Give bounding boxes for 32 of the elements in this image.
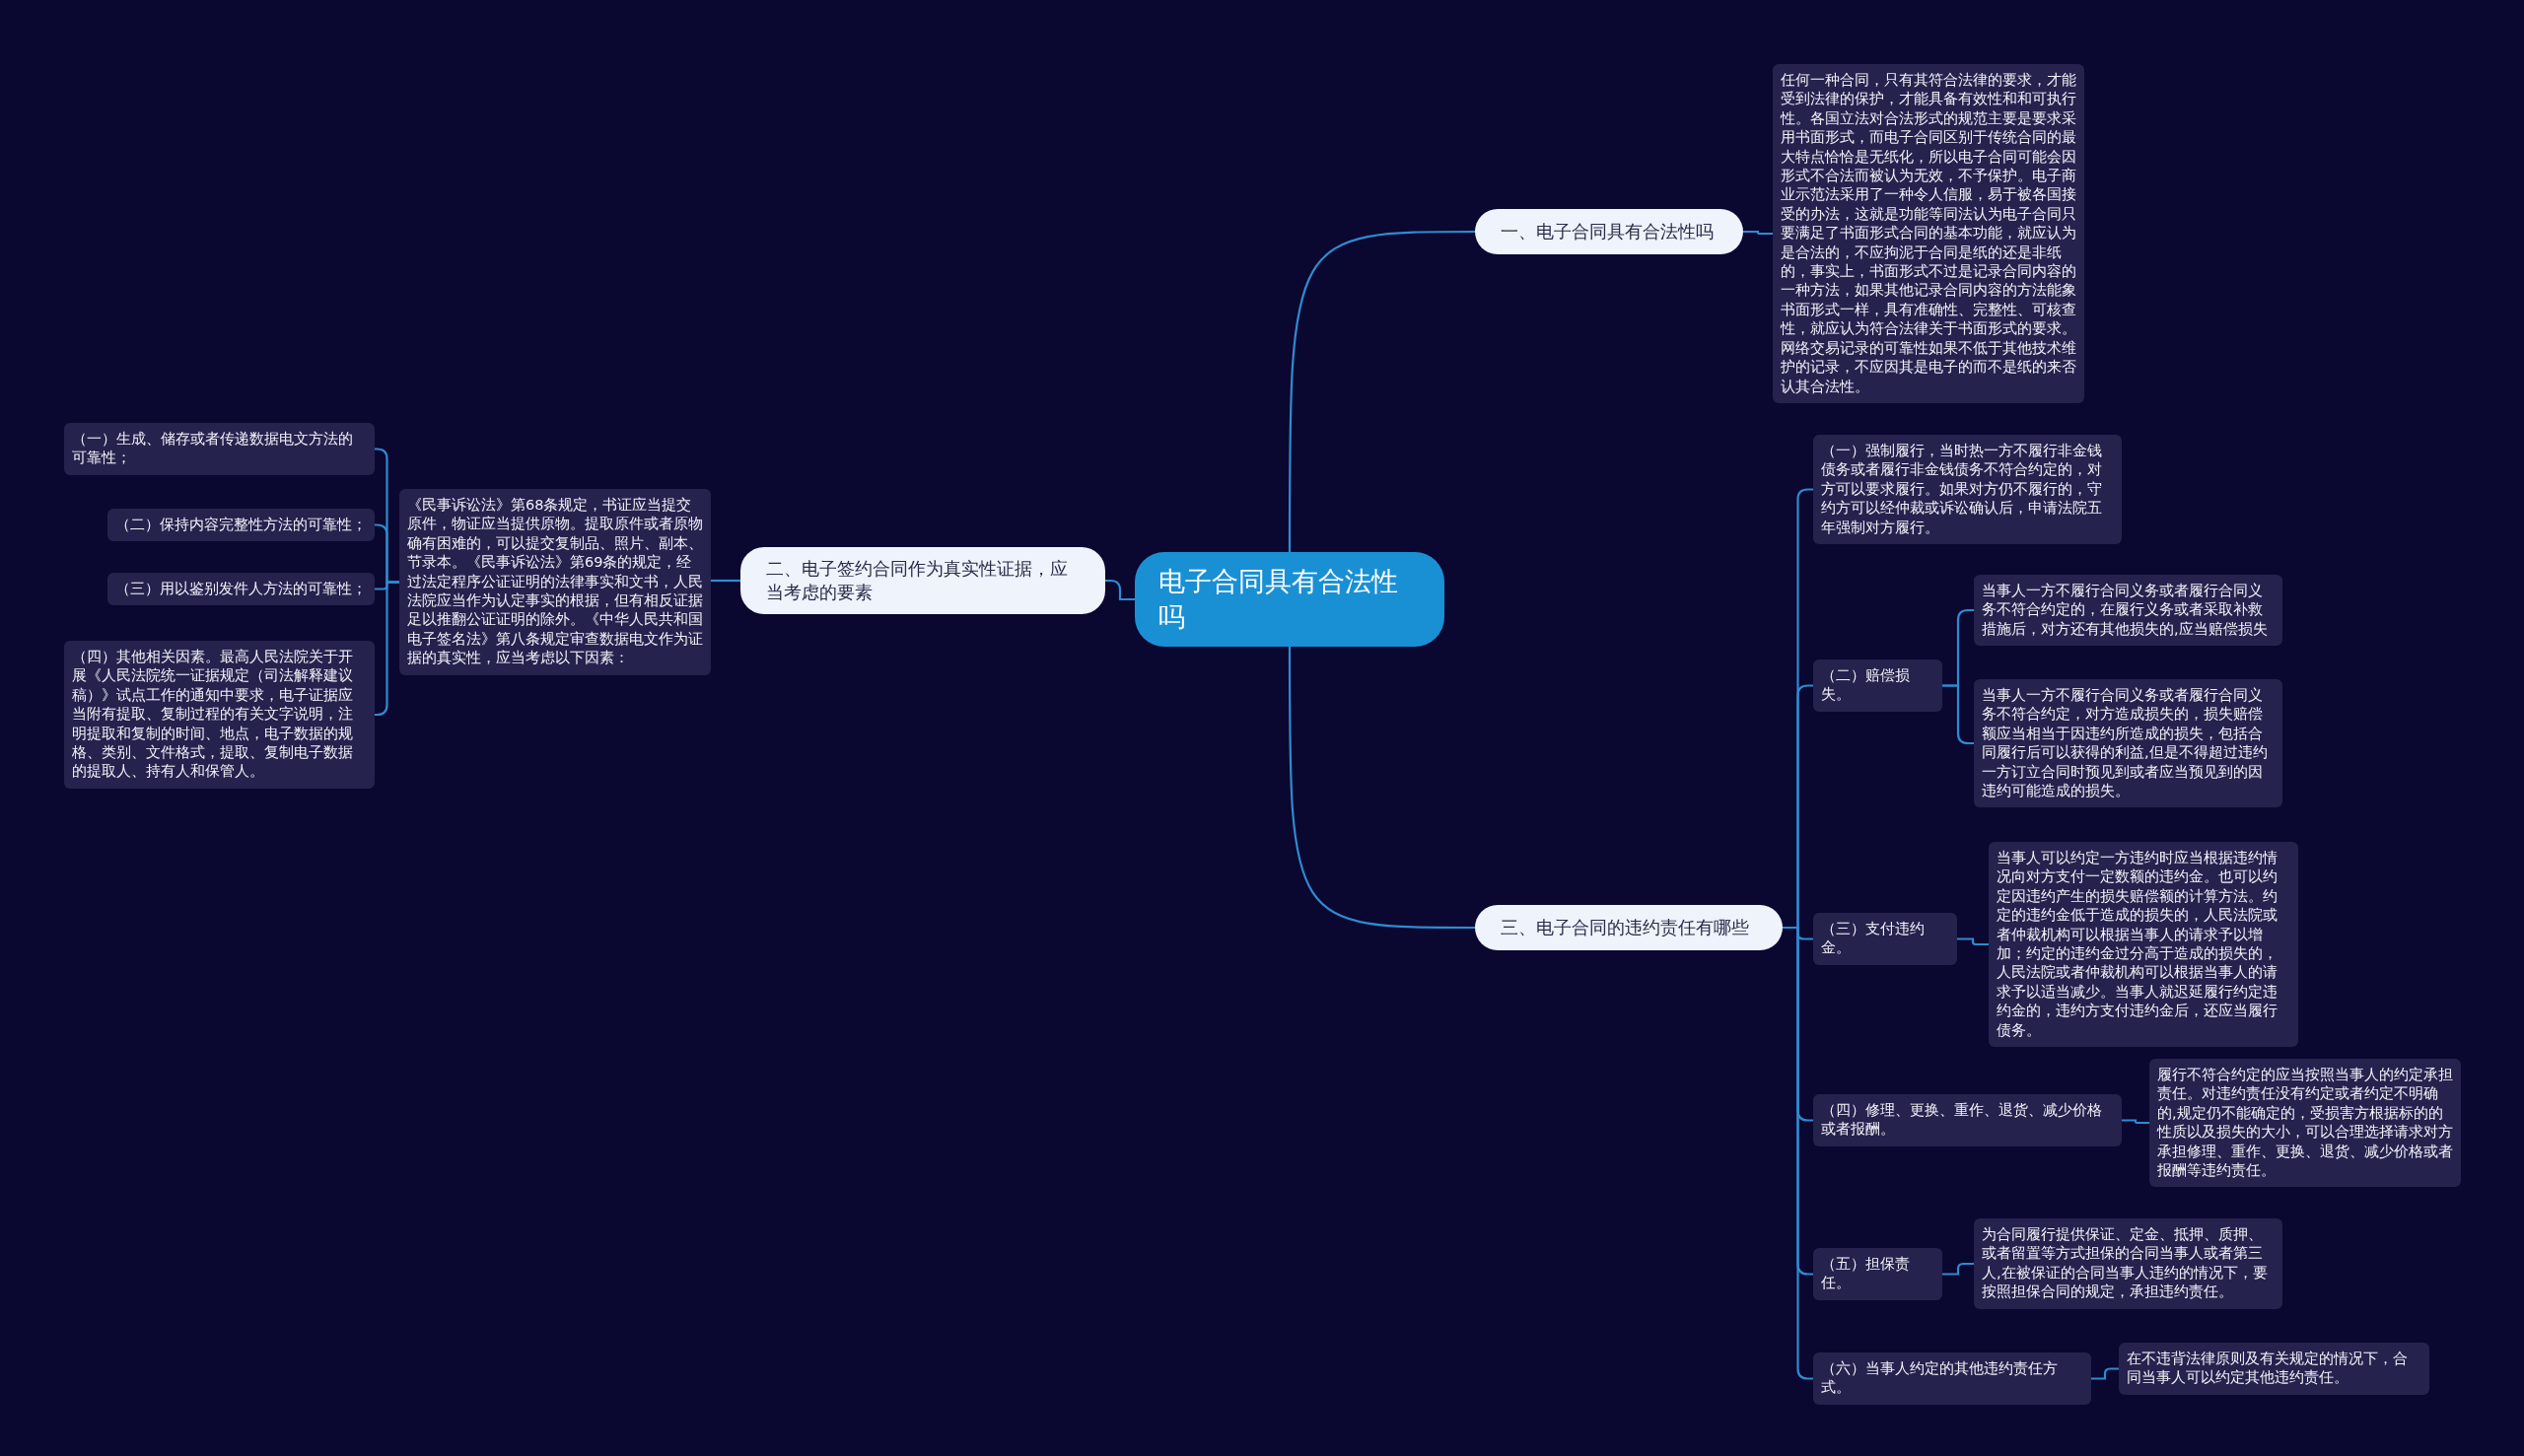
text-card: （一）生成、储存或者传递数据电文方法的可靠性；: [64, 423, 375, 475]
text-card: （一）强制履行，当时热一方不履行非金钱债务或者履行非金钱债务不符合约定的，对方可以要求履行。如果对方仍不履行的，守约方可以经仲裁或诉讼确认后，申请法院五年强制对方履行。: [1813, 435, 2122, 545]
connector-line: [1942, 1262, 1974, 1276]
text-card: （六）当事人约定的其他违约责任方式。: [1813, 1352, 2091, 1405]
text-card: 当事人一方不履行合同义务或者履行合同义务不符合约定，对方造成损失的，损失赔偿额应当相当于因违约所造成的损失，包括合同履行后可以获得的利益,但是不得超过违约一方订立合同时预见到或者应当预见到的因违约可能造成的损失。: [1974, 679, 2282, 808]
text-card: （二）赔偿损失。: [1813, 659, 1942, 712]
connector-line: [711, 579, 740, 583]
text-card: 任何一种合同，只有其符合法律的要求，才能受到法律的保护，才能具备有效性和和可执行性。各国立法对合法形式的规范主要是要求采用书面形式，而电子合同区别于传统合同的最大特点恰恰是无纸化，所以电子合同可能会因形式不合法而被认为无效，不予保护。电子商业示范法采用了一种令人信服，易于被各国接受的办法，这就是功能等同法认为电子合同只要满足了书面形式合同的基本功能，就应认为是合法的，不应拘泥于合同是纸的还是非纸的，事实上，书面形式不过是记录合同内容的一种方法，如果其他记录合同内容的方法能象书面形式一样，具有准确性、完整性、可核查性，就应认为符合法律关于书面形式的要求。网络交易记录的可靠性如果不低于其他技术维护的记录，不应因其是电子的而不是纸的来否认其合法性。: [1773, 64, 2084, 403]
branch-topic: 三、电子合同的违约责任有哪些: [1475, 905, 1783, 950]
text-card: （四）其他相关因素。最高人民法院关于开展《人民法院统一证据规定（司法解释建议稿）》试点工作的通知中要求，电子证据应当附有提取、复制过程的有关文字说明，注明提取和复制的时间、地点，电子数据的规格、类别、文件格式，提取、复制电子数据的提取人、持有人和保管人。: [64, 641, 375, 789]
connector-line: [2122, 1119, 2149, 1125]
text-card: （三）用以鉴别发件人方法的可靠性；: [107, 573, 375, 606]
connector-line: [1957, 937, 1989, 946]
text-card: 履行不符合约定的应当按照当事人的约定承担责任。对违约责任没有约定或者约定不明确的,规定仍不能确定的，受损害方根据标的的性质以及损失的大小，可以合理选择请求对方承担修理、重作、更换、退货、减少价格或者报酬等违约责任。: [2149, 1059, 2461, 1188]
branch-topic: 一、电子合同具有合法性吗: [1475, 209, 1743, 254]
connector-line: [2091, 1367, 2119, 1380]
branch-topic: 二、电子签约合同作为真实性证据，应当考虑的要素: [740, 547, 1105, 614]
text-card: 为合同履行提供保证、定金、抵押、质押、或者留置等方式担保的合同当事人或者第三人,在被保证的合同当事人违约的情况下，要按照担保合同的规定，承担违约责任。: [1974, 1218, 2282, 1309]
connector-line: [1105, 579, 1135, 601]
text-card: 《民事诉讼法》第68条规定，书证应当提交原件，物证应当提供原物。提取原件或者原物确有困难的，可以提交复制品、照片、副本、节录本。《民事诉讼法》第69条的规定，经过法定程序公证证明的法律事实和文书，人民法院应当作为认定事实的根据，但有相反证据足以推翻公证证明的除外。《中华人民共和国电子签名法》第八条规定审查数据电文作为证据的真实性，应当考虑以下因素：: [399, 489, 711, 675]
text-card: 在不违背法律原则及有关规定的情况下，合同当事人可以约定其他违约责任。: [2119, 1343, 2429, 1395]
text-card: （五）担保责任。: [1813, 1248, 1942, 1300]
connector-line: [375, 581, 399, 717]
text-card: （四）修理、更换、重作、退货、减少价格或者报酬。: [1813, 1094, 2122, 1146]
text-card: 当事人可以约定一方违约时应当根据违约情况向对方支付一定数额的违约金。也可以约定因违约产生的损失赔偿额的计算方法。约定的违约金低于造成的损失的，人民法院或者仲裁机构可以根据当事人的请求予以增加；约定的违约金过分高于造成的损失的，人民法院或者仲裁机构可以根据当事人的请求予以适当减少。当事人就迟延履行约定违约金的，违约方支付违约金后，还应当履行债务。: [1989, 842, 2298, 1048]
connector-line: [1743, 230, 1773, 236]
connector-line: [1288, 230, 1475, 552]
connector-line: [1288, 647, 1475, 930]
text-card: 当事人一方不履行合同义务或者履行合同义务不符合约定的，在履行义务或者采取补救措施后，对方还有其他损失的,应当赔偿损失: [1974, 575, 2282, 647]
root-topic: 电子合同具有合法性吗: [1135, 552, 1444, 647]
text-card: （二）保持内容完整性方法的可靠性；: [107, 509, 375, 542]
text-card: （三）支付违约金。: [1813, 913, 1957, 965]
